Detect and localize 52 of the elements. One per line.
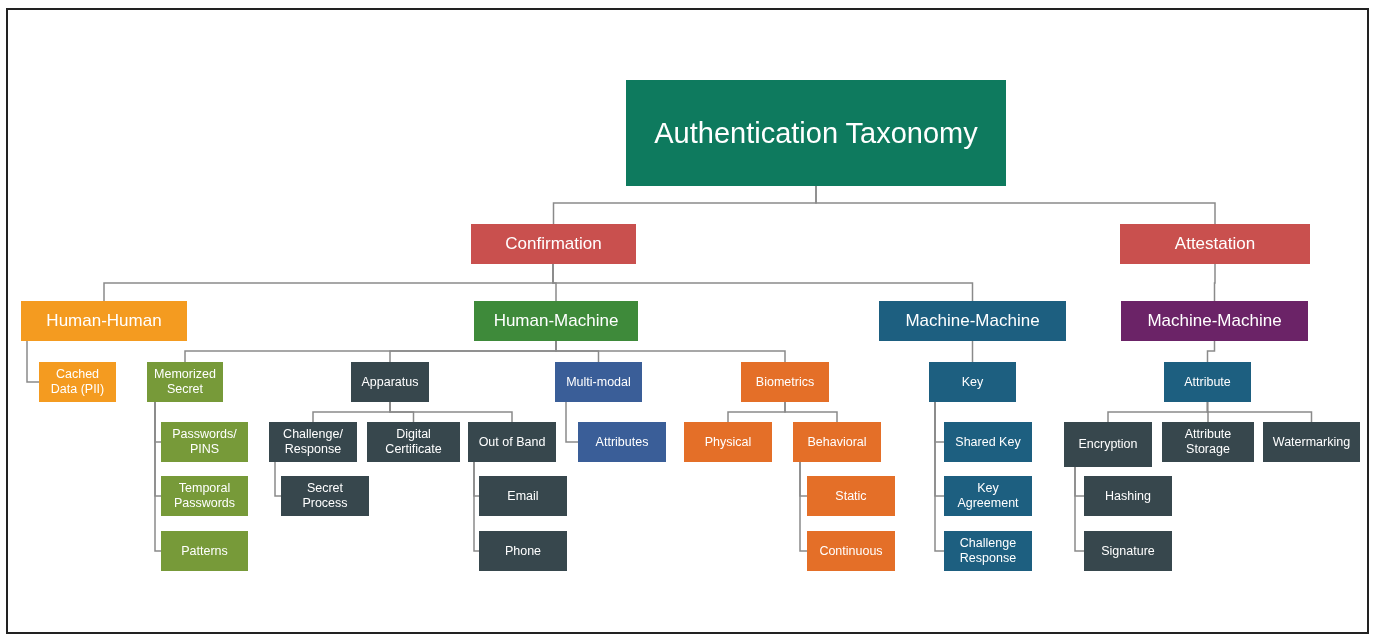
category-box: Out of Band [468,422,556,462]
connector-line [473,461,480,552]
category-box: Continuous [807,531,895,571]
connector-line [565,401,579,443]
category-box: Hashing [1084,476,1172,516]
category-box: Patterns [161,531,248,571]
connector-line [784,401,838,423]
category-box: Memorized Secret [147,362,223,402]
connector-line [934,401,945,552]
connector-line [555,340,786,363]
category-box: Static [807,476,895,516]
category-box: Challenge Response [944,531,1032,571]
category-box: Phone [479,531,567,571]
category-box: Key [929,362,1016,402]
connector-line [1213,263,1216,302]
category-box: Attestation [1120,224,1310,264]
category-box: Multi-modal [555,362,642,402]
connector-line [1074,466,1085,552]
category-box: Human-Human [21,301,187,341]
category-box: Biometrics [741,362,829,402]
connector-line [154,401,162,552]
connector-line [1206,401,1313,423]
category-box: Confirmation [471,224,636,264]
connector-line [389,401,513,423]
category-box: Human-Machine [474,301,638,341]
connector-line [815,185,1216,225]
category-box: Temporal Passwords [161,476,248,516]
category-box: Attributes [578,422,666,462]
category-box: Attribute [1164,362,1251,402]
category-box: Physical [684,422,772,462]
connector-line [1206,340,1216,363]
category-box: Encryption [1064,422,1152,467]
category-box: Passwords/ PINS [161,422,248,462]
category-box: Behavioral [793,422,881,462]
category-box: Cached Data (PII) [39,362,116,402]
connector-line [274,461,282,497]
category-box: Machine-Machine [1121,301,1308,341]
category-box: Key Agreement [944,476,1032,516]
connector-line [971,340,974,363]
connector-line [26,340,40,383]
root-box: Authentication Taxonomy [626,80,1006,186]
category-box: Shared Key [944,422,1032,462]
category-box: Secret Process [281,476,369,516]
category-box: Apparatus [351,362,429,402]
category-box: Signature [1084,531,1172,571]
category-box: Digital Certificate [367,422,460,462]
category-box: Machine-Machine [879,301,1066,341]
category-box: Email [479,476,567,516]
category-box: Challenge/ Response [269,422,357,462]
connector-line [799,461,808,552]
category-box: Attribute Storage [1162,422,1254,462]
category-box: Watermarking [1263,422,1360,462]
